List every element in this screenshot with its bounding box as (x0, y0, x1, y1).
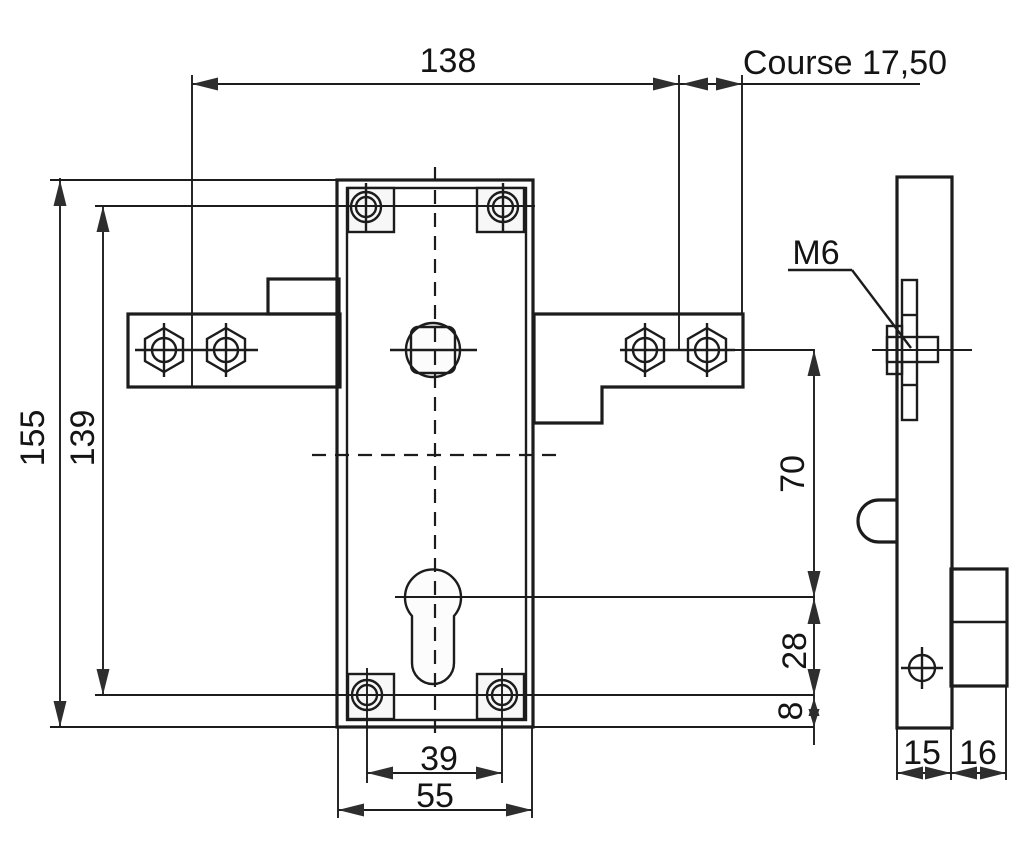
arrowhead (506, 803, 532, 817)
cylinder-keyhole (403, 568, 463, 686)
arrowhead (653, 77, 679, 91)
arrowhead (367, 766, 393, 780)
hex-nut (205, 323, 247, 377)
arrowhead (96, 669, 110, 695)
arrowhead (192, 77, 218, 91)
spindle-hole (390, 321, 477, 379)
dim-label-138: 138 (420, 42, 477, 80)
arrowhead (951, 766, 977, 780)
bolt-body (949, 567, 1009, 688)
side-view (856, 175, 1009, 730)
dim-label-m6: M6 (792, 234, 839, 272)
dim-label-28: 28 (776, 632, 814, 670)
arrowhead (476, 766, 502, 780)
dim-label-16: 16 (959, 734, 997, 772)
arrowhead (682, 77, 708, 91)
dim-label-8: 8 (772, 702, 810, 721)
arrowhead (897, 766, 923, 780)
arrowhead (53, 180, 67, 206)
arrowhead (96, 206, 110, 232)
dim-label-70: 70 (774, 455, 812, 493)
hex-nut (143, 323, 185, 377)
m6-screw-assembly (872, 278, 972, 422)
arrowhead (716, 77, 742, 91)
fixing-tab (346, 186, 396, 234)
right-mounting-bar (532, 312, 745, 425)
arrowhead (807, 598, 821, 624)
leader-line (851, 269, 912, 349)
dim-label-155: 155 (14, 410, 52, 467)
arrowhead (808, 709, 820, 727)
dim-label-55: 55 (416, 777, 454, 815)
dim-label-139: 139 (64, 410, 102, 467)
left-mounting-bar (126, 277, 342, 389)
brass-bolt (949, 567, 1009, 688)
dimensions: 138 Course 17,50 155 139 70 28 8 (14, 42, 1007, 818)
arrowhead (338, 803, 364, 817)
left-bar-step (266, 277, 341, 316)
arrowhead (807, 571, 821, 597)
position-marker (901, 647, 943, 689)
m6-callout: M6 (788, 234, 912, 349)
lock-body (335, 178, 535, 729)
arrowhead (807, 350, 821, 376)
latch-bump (856, 498, 897, 544)
side-plate (895, 175, 954, 730)
left-bar-body (126, 312, 342, 389)
arrowhead (980, 766, 1006, 780)
arrowhead (53, 701, 67, 727)
dim-label-15: 15 (903, 734, 941, 772)
front-view (126, 167, 745, 740)
fixing-tab (475, 186, 526, 234)
fixing-screw (349, 183, 383, 233)
dim-label-course: Course 17,50 (743, 44, 947, 82)
fixing-screw (486, 183, 520, 233)
arrowhead (807, 669, 821, 695)
arrowhead (925, 766, 951, 780)
dim-label-39: 39 (420, 740, 458, 778)
